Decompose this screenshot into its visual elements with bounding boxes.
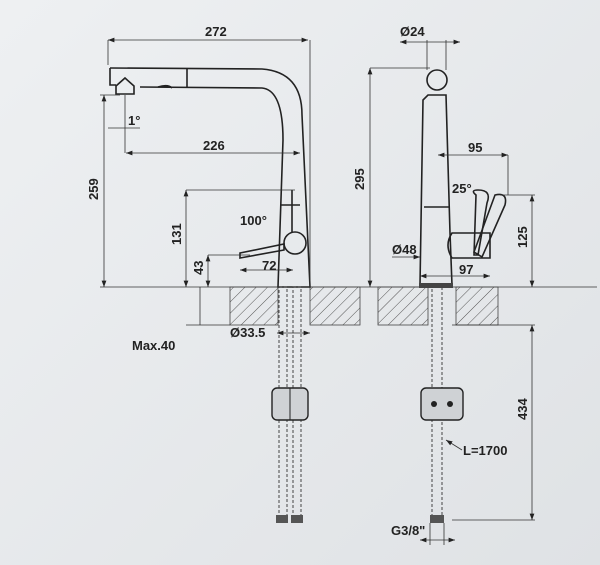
dim-handle-angle: 25°: [452, 181, 472, 196]
dim-spout-angle: 1°: [128, 113, 140, 128]
dim-base-reach: 97: [459, 262, 473, 277]
dim-hose-length: L=1700: [463, 443, 507, 458]
dim-handle-height: 131: [169, 223, 184, 245]
dim-spout-reach: 226: [203, 138, 225, 153]
dim-max-thickness: Max.40: [132, 338, 175, 353]
dim-lever-angle: 100°: [240, 213, 267, 228]
dim-hose-depth: 434: [515, 398, 530, 420]
front-view-dimensions: [367, 39, 535, 545]
dim-lever-height: 43: [191, 261, 206, 275]
dim-spout-height: 259: [86, 178, 101, 200]
front-view-faucet: [419, 69, 507, 288]
dim-hole-diameter: Ø33.5: [230, 325, 265, 340]
countertop-left: [229, 286, 361, 326]
dim-handle-reach: 95: [468, 140, 482, 155]
dim-thread: G3/8": [391, 523, 425, 538]
side-view-hoses: [271, 286, 309, 523]
dim-width-total: 272: [205, 24, 227, 39]
dim-total-height: 295: [352, 168, 367, 190]
dim-lever-length: 72: [262, 258, 276, 273]
dim-handle-height-front: 125: [515, 226, 530, 248]
dim-base-diameter: Ø48: [392, 242, 417, 257]
countertop-right: [377, 286, 499, 326]
side-view-faucet: [109, 67, 311, 288]
side-view-dimensions: [100, 37, 311, 336]
front-view-hoses: [420, 286, 464, 523]
dim-top-diameter: Ø24: [400, 24, 425, 39]
